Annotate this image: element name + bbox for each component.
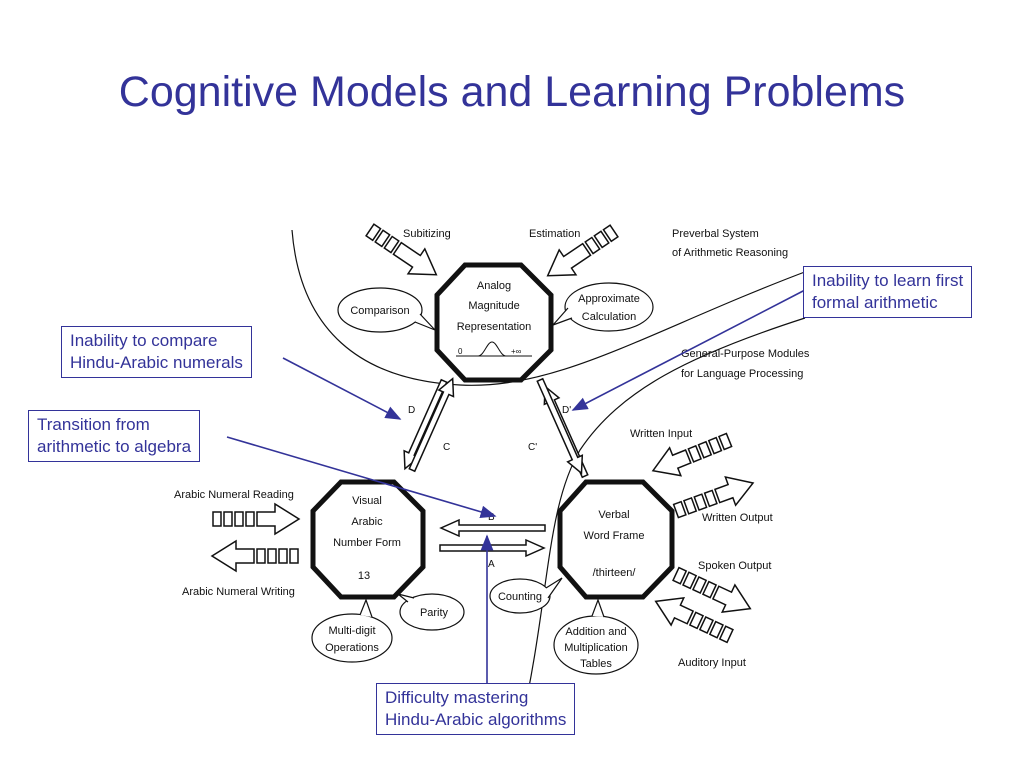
verbal-line2: Word Frame [584, 530, 645, 542]
written-output-label: Written Output [702, 512, 773, 524]
pathway-a-arrow [439, 538, 546, 558]
verbal-word-frame-module: Verbal Word Frame /thirteen/ [557, 479, 675, 600]
written-output-arrow [672, 476, 755, 519]
analog-line3: Representation [457, 321, 532, 333]
callout-transition-line2: arithmetic to algebra [37, 437, 192, 456]
addition-multiplication-bubble: Addition and Multiplication Tables [553, 598, 639, 675]
parity-label: Parity [420, 607, 449, 619]
callout-transition-connector [226, 436, 497, 519]
approximate-line2: Calculation [582, 311, 636, 323]
io-arrows [210, 223, 755, 644]
subitizing-label: Subitizing [403, 228, 451, 240]
visual-line3: Number Form [333, 537, 401, 549]
callout-algorithms-line2: Hindu-Arabic algorithms [385, 710, 567, 729]
pathway-label-c: C [443, 442, 450, 453]
written-input-arrow [651, 432, 733, 477]
callout-compare-line1: Inability to compare [70, 331, 218, 350]
callout-formal-arithmetic: Inability to learn first formal arithmet… [803, 266, 973, 318]
analog-infinity-label: +∞ [511, 347, 522, 356]
analog-zero-label: 0 [458, 347, 463, 356]
multidigit-operations-bubble: Multi-digit Operations [311, 598, 393, 663]
general-purpose-line2: for Language Processing [681, 368, 803, 380]
preverbal-boundary [291, 229, 811, 386]
pathway-label-d-prime: D' [562, 405, 571, 416]
verbal-example: /thirteen/ [593, 567, 637, 579]
addition-line2: Multiplication [564, 642, 628, 654]
analog-line1: Analog [477, 280, 511, 292]
parity-bubble: Parity [397, 593, 465, 631]
addition-line1: Addition and [565, 626, 626, 638]
callout-transition-algebra: Transition from arithmetic to algebra [28, 410, 201, 462]
multidigit-line1: Multi-digit [328, 625, 375, 637]
comparison-label: Comparison [350, 305, 409, 317]
callout-formal-line2: formal arithmetic [812, 293, 938, 312]
arabic-reading-arrow [212, 502, 301, 536]
visual-line2: Arabic [351, 516, 383, 528]
analog-magnitude-module: Analog Magnitude Representation 0 +∞ [434, 262, 554, 383]
visual-arabic-module: Visual Arabic Number Form 13 [310, 479, 426, 600]
pathway-label-d: D [408, 405, 415, 416]
comparison-bubble: Comparison [337, 287, 436, 333]
counting-bubble: Counting [489, 577, 563, 614]
pathway-label-a: A [488, 559, 495, 570]
subitizing-arrow [365, 223, 438, 276]
preverbal-line2: of Arithmetic Reasoning [672, 247, 788, 259]
callout-transition-line1: Transition from [37, 415, 150, 434]
spoken-output-label: Spoken Output [698, 560, 771, 572]
callout-compare-line2: Hindu-Arabic numerals [70, 353, 243, 372]
analog-line2: Magnitude [468, 300, 519, 312]
verbal-line1: Verbal [598, 509, 629, 521]
callout-algorithms-line1: Difficulty mastering [385, 688, 529, 707]
visual-line1: Visual [352, 495, 382, 507]
pathway-arrows [403, 377, 589, 558]
written-input-label: Written Input [630, 428, 692, 440]
visual-example: 13 [358, 570, 370, 582]
arabic-reading-label: Arabic Numeral Reading [174, 489, 294, 501]
callout-formal-connector [571, 289, 806, 411]
addition-line3: Tables [580, 658, 612, 670]
language-boundary [519, 317, 806, 731]
auditory-input-label: Auditory Input [678, 657, 746, 669]
estimation-arrow [546, 224, 619, 277]
approximate-calculation-bubble: Approximate Calculation [552, 282, 654, 332]
pathway-c-arrow [408, 377, 455, 473]
callout-compare-connector [282, 357, 402, 420]
pathway-label-c-prime: C' [528, 442, 537, 453]
general-purpose-line1: General-Purpose Modules [681, 348, 810, 360]
approximate-line1: Approximate [578, 293, 640, 305]
multidigit-line2: Operations [325, 642, 379, 654]
spoken-output-arrow [672, 566, 752, 614]
callout-compare-numerals: Inability to compare Hindu-Arabic numera… [61, 326, 252, 378]
counting-label: Counting [498, 591, 542, 603]
pathway-d-prime-arrow [536, 377, 584, 475]
slide-title: Cognitive Models and Learning Problems [118, 68, 906, 116]
callout-formal-line1: Inability to learn first [812, 271, 964, 290]
estimation-label: Estimation [529, 228, 580, 240]
arabic-writing-label: Arabic Numeral Writing [182, 586, 295, 598]
callout-algorithms: Difficulty mastering Hindu-Arabic algori… [376, 683, 576, 735]
auditory-input-arrow [654, 596, 734, 644]
arabic-writing-arrow [210, 539, 299, 573]
pathway-b-arrow [439, 518, 546, 538]
preverbal-line1: Preverbal System [672, 228, 759, 240]
